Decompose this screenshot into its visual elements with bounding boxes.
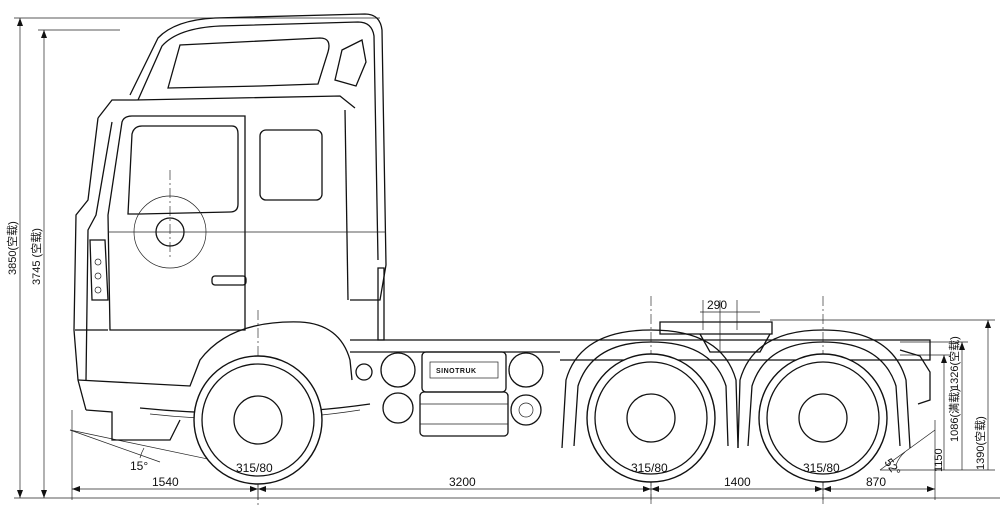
frame-height-label: 1150 — [933, 448, 945, 472]
front-tire-size-label: 315/80 — [236, 461, 273, 475]
cab — [73, 13, 387, 441]
wheelbase-2-label: 1400 — [724, 475, 751, 489]
rear-overhang-label: 870 — [866, 475, 886, 489]
rear-wheel-1 — [586, 353, 716, 483]
rear-tire-size-label-1: 315/80 — [631, 461, 668, 475]
fifth-wheel-height-2-label: 1326(空载) — [947, 336, 961, 390]
dimension-labels: 315/80 315/80 315/80 1540 3200 1400 870 … — [5, 221, 987, 489]
air-tank-3 — [508, 352, 544, 388]
wheels — [193, 353, 888, 485]
fifth-wheel-height-1-label: 1086(满载) — [948, 388, 961, 442]
fifth-wheel-height-3-label: 1390(空载) — [973, 416, 987, 470]
air-tank-1 — [380, 352, 416, 388]
air-tank-4 — [510, 394, 542, 426]
front-overhang-label: 1540 — [152, 475, 179, 489]
overall-height-loaded-label: 3850(空载) — [5, 221, 19, 275]
dimension-lines — [14, 17, 1000, 505]
overall-height-empty-label: 3745 (空载) — [29, 228, 43, 285]
fifth-wheel-offset-label: 290 — [707, 298, 727, 312]
air-tank-2 — [382, 392, 414, 424]
wheelbase-1-label: 3200 — [449, 475, 476, 489]
front-wheel — [193, 355, 323, 485]
sinotruk-logo-text: SINOTRUK — [436, 368, 477, 375]
fifth-wheel — [659, 321, 773, 335]
chassis: SINOTRUK — [139, 267, 931, 449]
rear-wheel-2 — [758, 353, 888, 483]
fuel-tank — [419, 391, 509, 437]
approach-angle-label: 15° — [130, 459, 148, 473]
rear-tire-size-label-2: 315/80 — [803, 461, 840, 475]
